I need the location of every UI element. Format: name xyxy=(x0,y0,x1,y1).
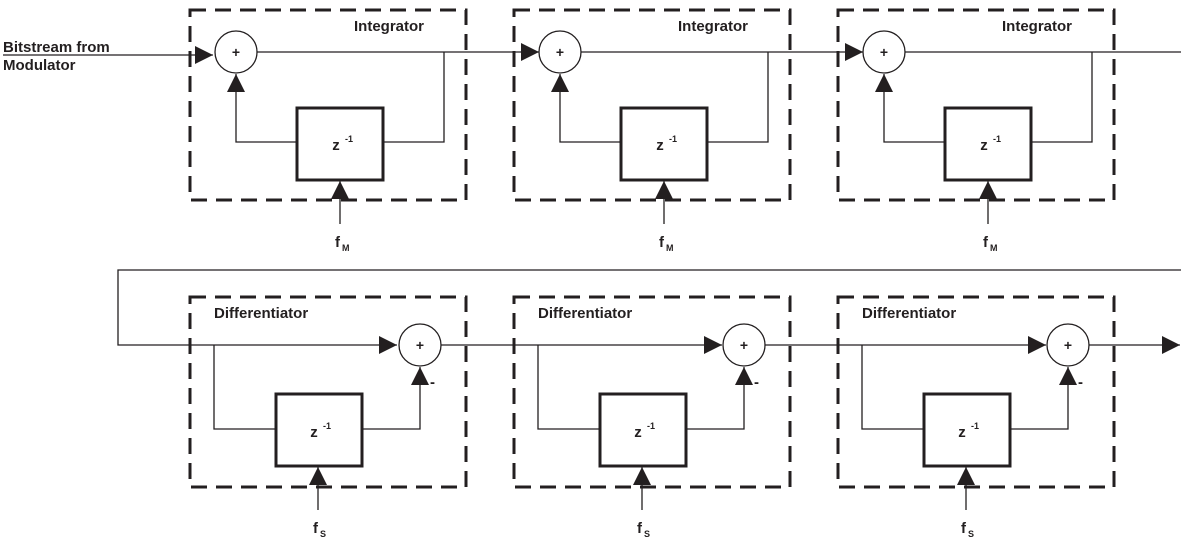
clock-label: f xyxy=(335,234,341,251)
clock-subscript: M xyxy=(990,243,998,253)
plus-sign: + xyxy=(232,44,240,60)
delay-block xyxy=(943,106,1033,182)
delay-exponent: -1 xyxy=(669,134,677,144)
delay-z: z xyxy=(332,137,340,154)
delay-z: z xyxy=(958,424,966,441)
stage-title: Differentiator xyxy=(214,305,308,322)
stage-title: Differentiator xyxy=(862,305,956,322)
delay-tap xyxy=(213,345,276,430)
signal-path xyxy=(3,43,1181,354)
delay-block xyxy=(274,392,364,468)
clock-label: f xyxy=(983,234,989,251)
feedback-tap xyxy=(707,52,769,143)
stage-title: Integrator xyxy=(354,18,424,35)
clock-subscript: M xyxy=(342,243,350,253)
feedback-return xyxy=(227,74,297,143)
plus-sign: + xyxy=(556,44,564,60)
subtract-path xyxy=(362,367,429,430)
delay-z: z xyxy=(310,424,318,441)
stage-boundary xyxy=(188,8,468,202)
input-label-line1: Bitstream from xyxy=(3,39,110,56)
delay-exponent: -1 xyxy=(647,421,655,431)
delay-z: z xyxy=(634,424,642,441)
subtract-path xyxy=(686,367,753,430)
stage-title: Differentiator xyxy=(538,305,632,322)
delay-tap xyxy=(861,345,924,430)
plus-sign: + xyxy=(740,337,748,353)
delay-block xyxy=(619,106,709,182)
delay-exponent: -1 xyxy=(993,134,1001,144)
minus-sign: - xyxy=(754,374,759,391)
feedback-return xyxy=(875,74,945,143)
delay-exponent: -1 xyxy=(345,134,353,144)
summing-junction xyxy=(398,323,442,367)
delay-block xyxy=(295,106,385,182)
minus-sign: - xyxy=(1078,374,1083,391)
delay-tap xyxy=(537,345,600,430)
delay-exponent: -1 xyxy=(971,421,979,431)
clock-label: f xyxy=(637,520,643,537)
clock-label: f xyxy=(313,520,319,537)
stage-boundary xyxy=(512,295,792,489)
delay-block xyxy=(598,392,688,468)
clock-subscript: S xyxy=(320,529,326,539)
plus-sign: + xyxy=(416,337,424,353)
delay-exponent: -1 xyxy=(323,421,331,431)
subtract-path xyxy=(1010,367,1077,430)
plus-sign: + xyxy=(880,44,888,60)
summing-junction xyxy=(1046,323,1090,367)
feedback-tap xyxy=(383,52,445,143)
clock-label: f xyxy=(961,520,967,537)
stage-boundary xyxy=(836,8,1116,202)
stage-boundary xyxy=(188,295,468,489)
delay-block xyxy=(922,392,1012,468)
plus-sign: + xyxy=(1064,337,1072,353)
stage-title: Integrator xyxy=(1002,18,1072,35)
wrap-connection xyxy=(117,269,1181,354)
minus-sign: - xyxy=(430,374,435,391)
clock-label: f xyxy=(659,234,665,251)
clock-subscript: S xyxy=(968,529,974,539)
summing-junction xyxy=(722,323,766,367)
delay-z: z xyxy=(980,137,988,154)
stage-boundary xyxy=(512,8,792,202)
delay-z: z xyxy=(656,137,664,154)
clock-subscript: M xyxy=(666,243,674,253)
feedback-return xyxy=(551,74,621,143)
stage-boundary xyxy=(836,295,1116,489)
feedback-tap xyxy=(1031,52,1093,143)
stage-title: Integrator xyxy=(678,18,748,35)
clock-subscript: S xyxy=(644,529,650,539)
input-label-line2: Modulator xyxy=(3,57,76,74)
